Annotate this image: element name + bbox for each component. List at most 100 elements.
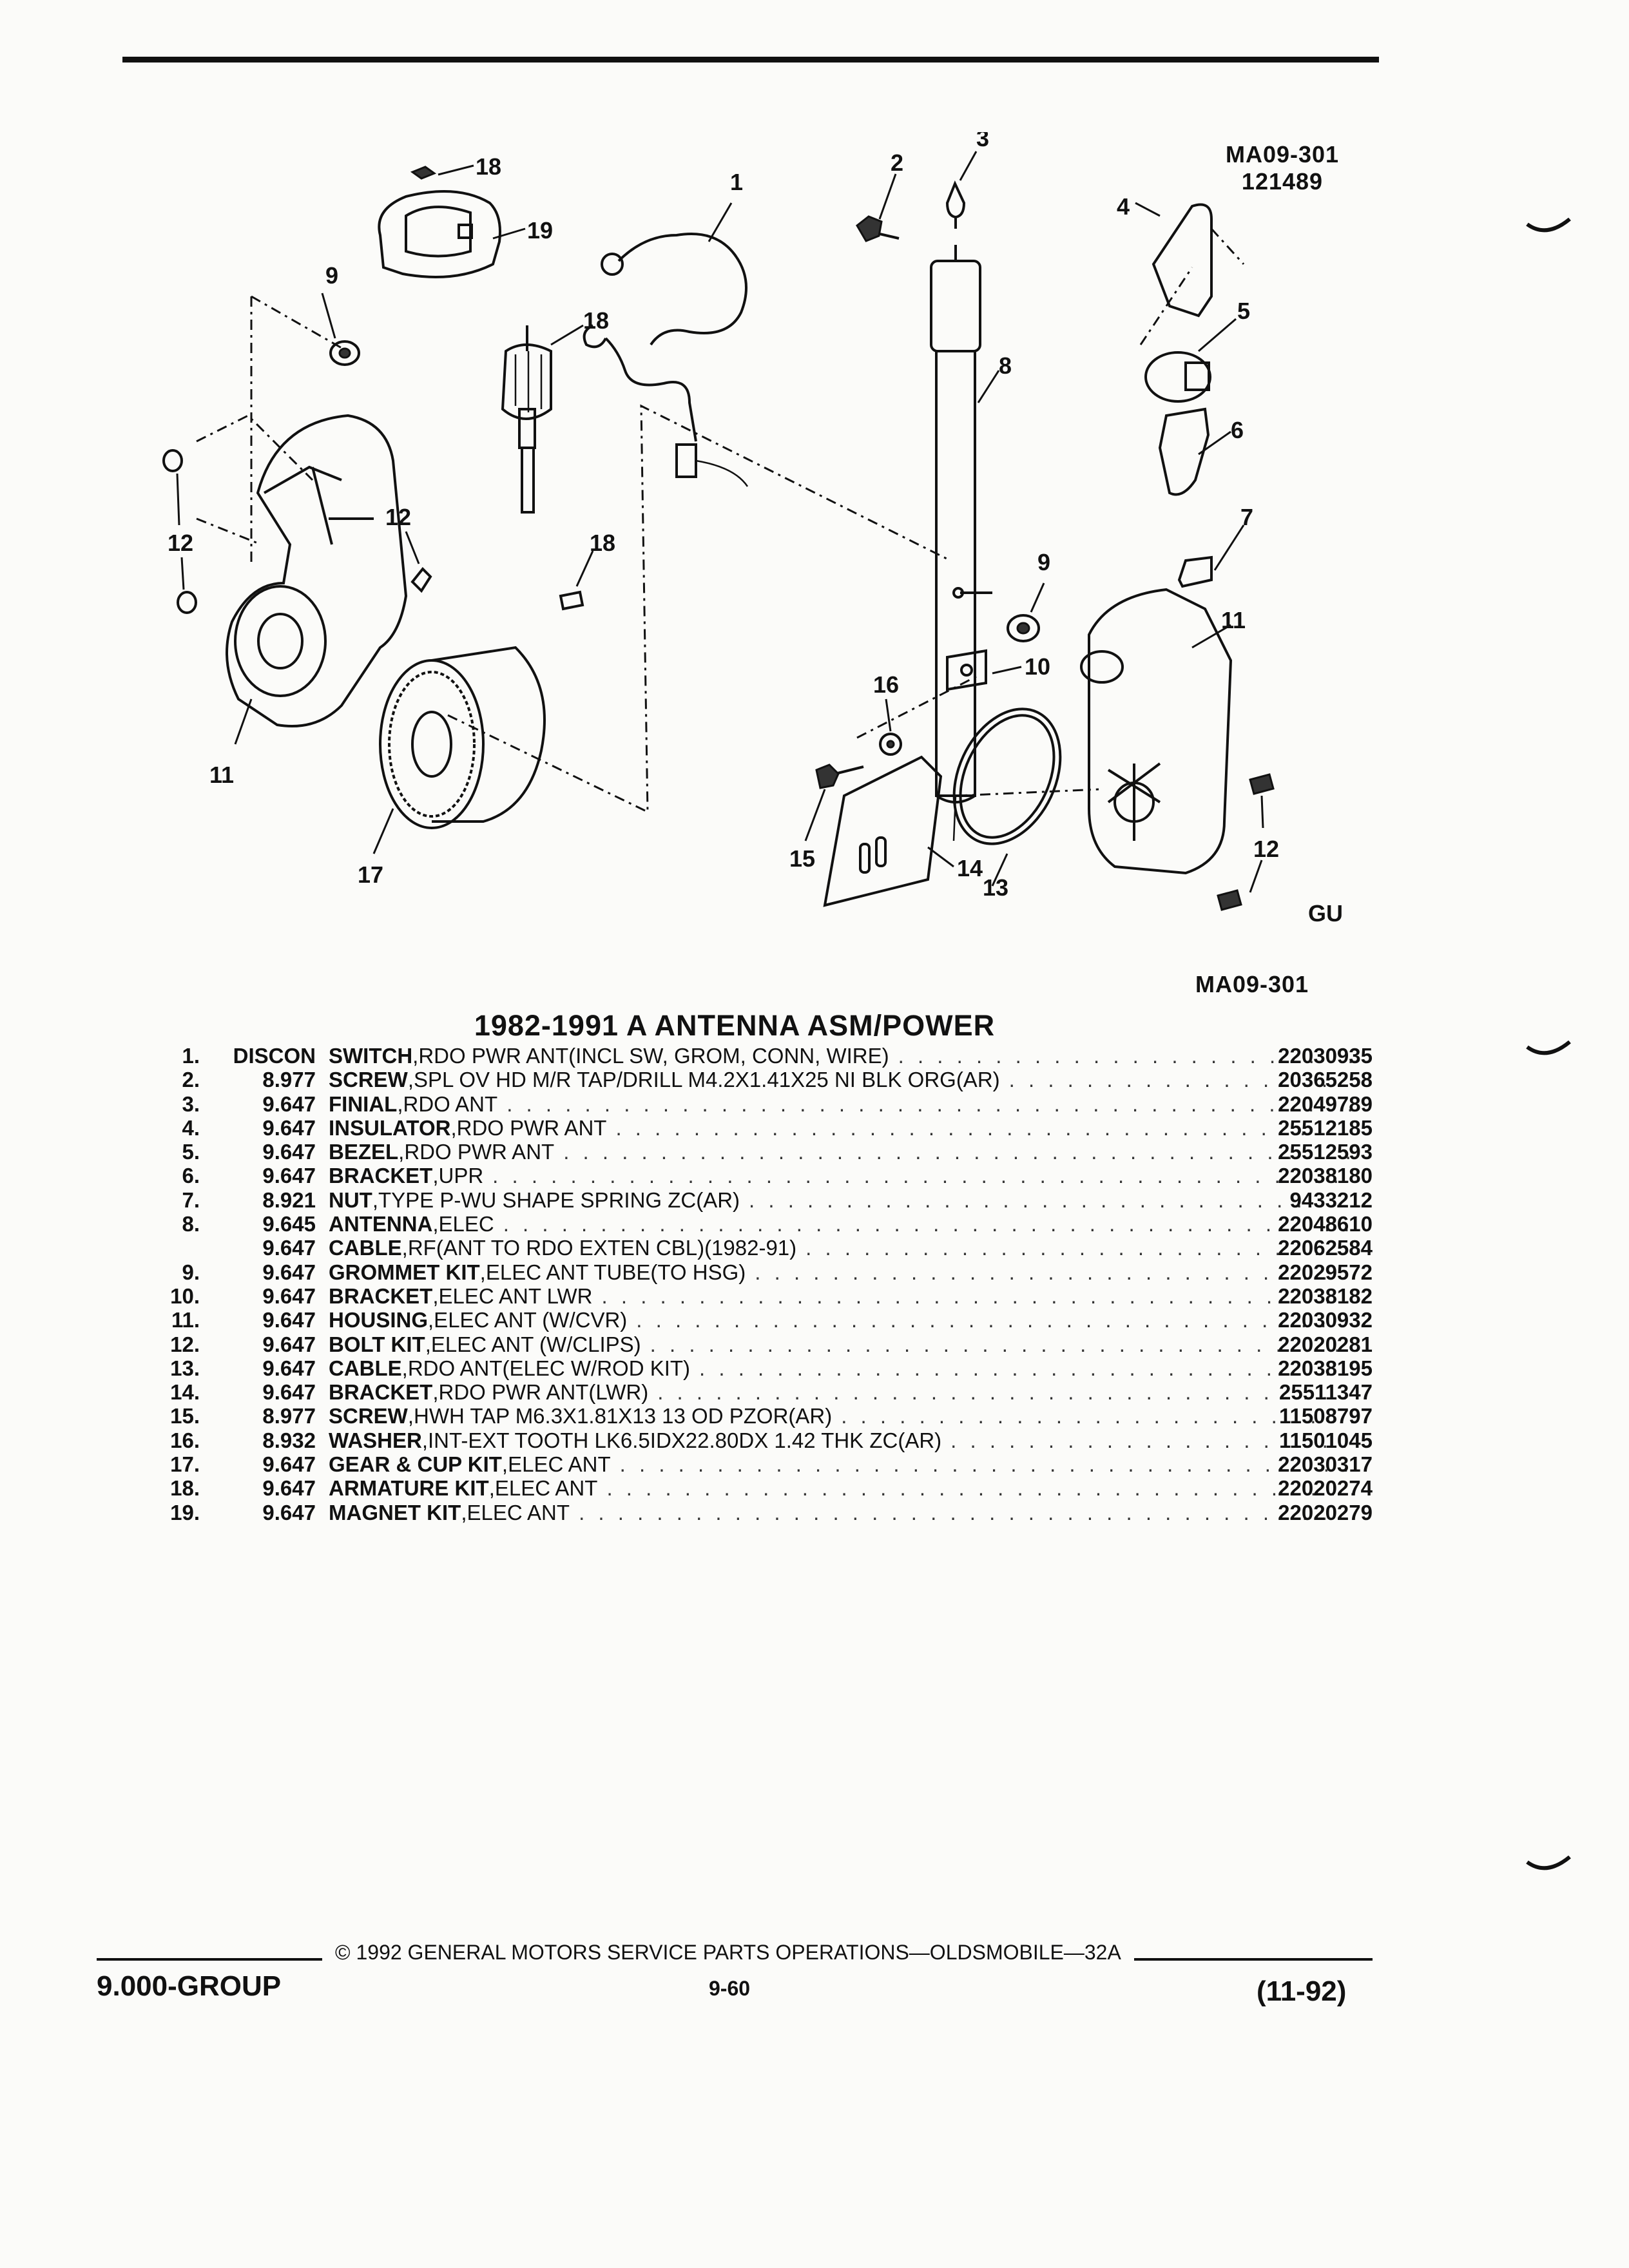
item-detail: ,RF(ANT TO RDO EXTEN CBL)(1982-91) [401, 1236, 797, 1260]
callout-6: 6 [1231, 417, 1244, 443]
callout-1: 1 [730, 169, 743, 195]
item-number: 18. [170, 1476, 200, 1501]
item-number: 17. [170, 1452, 200, 1477]
diagram-code: MA09-301 [1225, 141, 1340, 168]
item-part-number: 22038182 [1278, 1283, 1373, 1308]
item-name: GROMMET KIT [329, 1260, 480, 1284]
item-name: FINIAL [329, 1091, 398, 1116]
item-detail: ,HWH TAP M6.3X1.81X13 13 OD PZOR(AR) [407, 1404, 833, 1428]
item-detail: ,RDO PWR ANT(LWR) [432, 1380, 649, 1405]
parts-row: 16. 8.932 WASHER,INT-EXT TOOTH LK6.5IDX22.… [148, 1428, 1373, 1452]
dot-leader [494, 1212, 1360, 1236]
item-name: NUT [329, 1187, 372, 1212]
item-code: 9.647 [262, 1283, 316, 1308]
item-part-number: 22062584 [1278, 1236, 1373, 1260]
callout-4: 4 [1117, 193, 1130, 220]
dot-leader [483, 1164, 1360, 1187]
item-code: 8.977 [262, 1404, 316, 1428]
item-number: 15. [170, 1404, 200, 1428]
item-name: CABLE [329, 1356, 402, 1380]
item-code: 9.647 [262, 1356, 316, 1380]
item-description: BRACKET,RDO PWR ANT(LWR) [329, 1380, 1360, 1404]
item-code: 8.932 [262, 1428, 316, 1452]
callout-17: 17 [358, 861, 383, 888]
assembly-lines [196, 267, 1193, 814]
item-detail: ,INT-EXT TOOTH LK6.5IDX22.80DX 1.42 THK … [421, 1428, 942, 1452]
item-description: BRACKET,UPR [329, 1164, 1360, 1187]
part-11-housing-left: 11 [209, 414, 408, 788]
item-part-number: 22020274 [1278, 1476, 1373, 1501]
item-part-number: 22038180 [1278, 1164, 1373, 1188]
item-code: 9.647 [262, 1260, 316, 1284]
gu-logo-mark: GU [1308, 900, 1343, 927]
item-detail: ,ELEC [432, 1212, 494, 1236]
item-part-number: 22020281 [1278, 1332, 1373, 1356]
part-3-finial: 3 [945, 132, 989, 229]
footer-rule-right [1134, 1958, 1373, 1961]
part-1-switch-harness: 1 [583, 169, 749, 487]
part-13-cable-coil: 13 [952, 707, 1062, 901]
item-description: MAGNET KIT,ELEC ANT [329, 1501, 1360, 1524]
part-4-insulator: 4 [1117, 193, 1245, 318]
part-2-screw: 2 [856, 149, 903, 242]
dot-leader [554, 1140, 1360, 1164]
item-number: 6. [182, 1164, 200, 1188]
item-code: 9.645 [262, 1212, 316, 1236]
item-name: SCREW [329, 1404, 408, 1428]
part-16-washer: 16 [873, 671, 902, 756]
dot-leader [497, 1092, 1360, 1116]
dot-leader [570, 1501, 1360, 1524]
callout-2: 2 [891, 149, 903, 176]
part-9-grommet-left: 9 [321, 262, 360, 366]
item-detail: ,ELEC ANT TUBE(TO HSG) [479, 1260, 746, 1284]
callout-15: 15 [789, 845, 815, 872]
item-name: BRACKET [329, 1283, 433, 1308]
item-name: ARMATURE KIT [329, 1476, 489, 1501]
item-number: 10. [170, 1283, 200, 1308]
item-number: 3. [182, 1091, 200, 1116]
item-code: 9.647 [262, 1380, 316, 1405]
item-part-number: 22038195 [1278, 1356, 1373, 1380]
callout-18b: 18 [583, 307, 609, 334]
item-code: DISCON [233, 1044, 316, 1068]
item-name: CABLE [329, 1236, 402, 1260]
item-description: NUT,TYPE P-WU SHAPE SPRING ZC(AR) [329, 1188, 1360, 1212]
item-part-number: 25512593 [1278, 1140, 1373, 1164]
callout-18a: 18 [476, 153, 501, 180]
item-number: 2. [182, 1068, 200, 1092]
item-description: SCREW,SPL OV HD M/R TAP/DRILL M4.2X1.41X… [329, 1068, 1360, 1091]
item-name: SWITCH [329, 1044, 413, 1068]
part-8-antenna-mast: 8 [930, 245, 1012, 803]
item-detail: ,RDO PWR ANT(INCL SW, GROM, CONN, WIRE) [412, 1044, 889, 1068]
item-detail: ,ELEC ANT [501, 1452, 611, 1477]
item-number: 16. [170, 1428, 200, 1452]
item-part-number: 22049789 [1278, 1091, 1373, 1116]
section-title: 1982-1991 A ANTENNA ASM/POWER [474, 1009, 996, 1042]
item-description: GEAR & CUP KIT,ELEC ANT [329, 1452, 1360, 1476]
item-number: 1. [182, 1044, 200, 1068]
item-description: CABLE,RF(ANT TO RDO EXTEN CBL)(1982-91) [329, 1236, 1360, 1260]
item-description: WASHER,INT-EXT TOOTH LK6.5IDX22.80DX 1.4… [329, 1428, 1360, 1452]
item-part-number: 11508797 [1278, 1404, 1373, 1428]
callout-12a: 12 [168, 530, 193, 556]
exploded-parts-diagram: 18 19 1 2 3 8 [162, 132, 1343, 927]
item-description: BEZEL,RDO PWR ANT [329, 1140, 1360, 1164]
item-name: MAGNET KIT [329, 1500, 461, 1524]
item-part-number: 11501045 [1278, 1428, 1373, 1452]
item-description: BOLT KIT,ELEC ANT (W/CLIPS) [329, 1332, 1360, 1356]
item-detail: ,RDO ANT(ELEC W/ROD KIT) [401, 1356, 691, 1380]
item-part-number: 22020279 [1278, 1500, 1373, 1524]
item-part-number: 22030317 [1278, 1452, 1373, 1477]
